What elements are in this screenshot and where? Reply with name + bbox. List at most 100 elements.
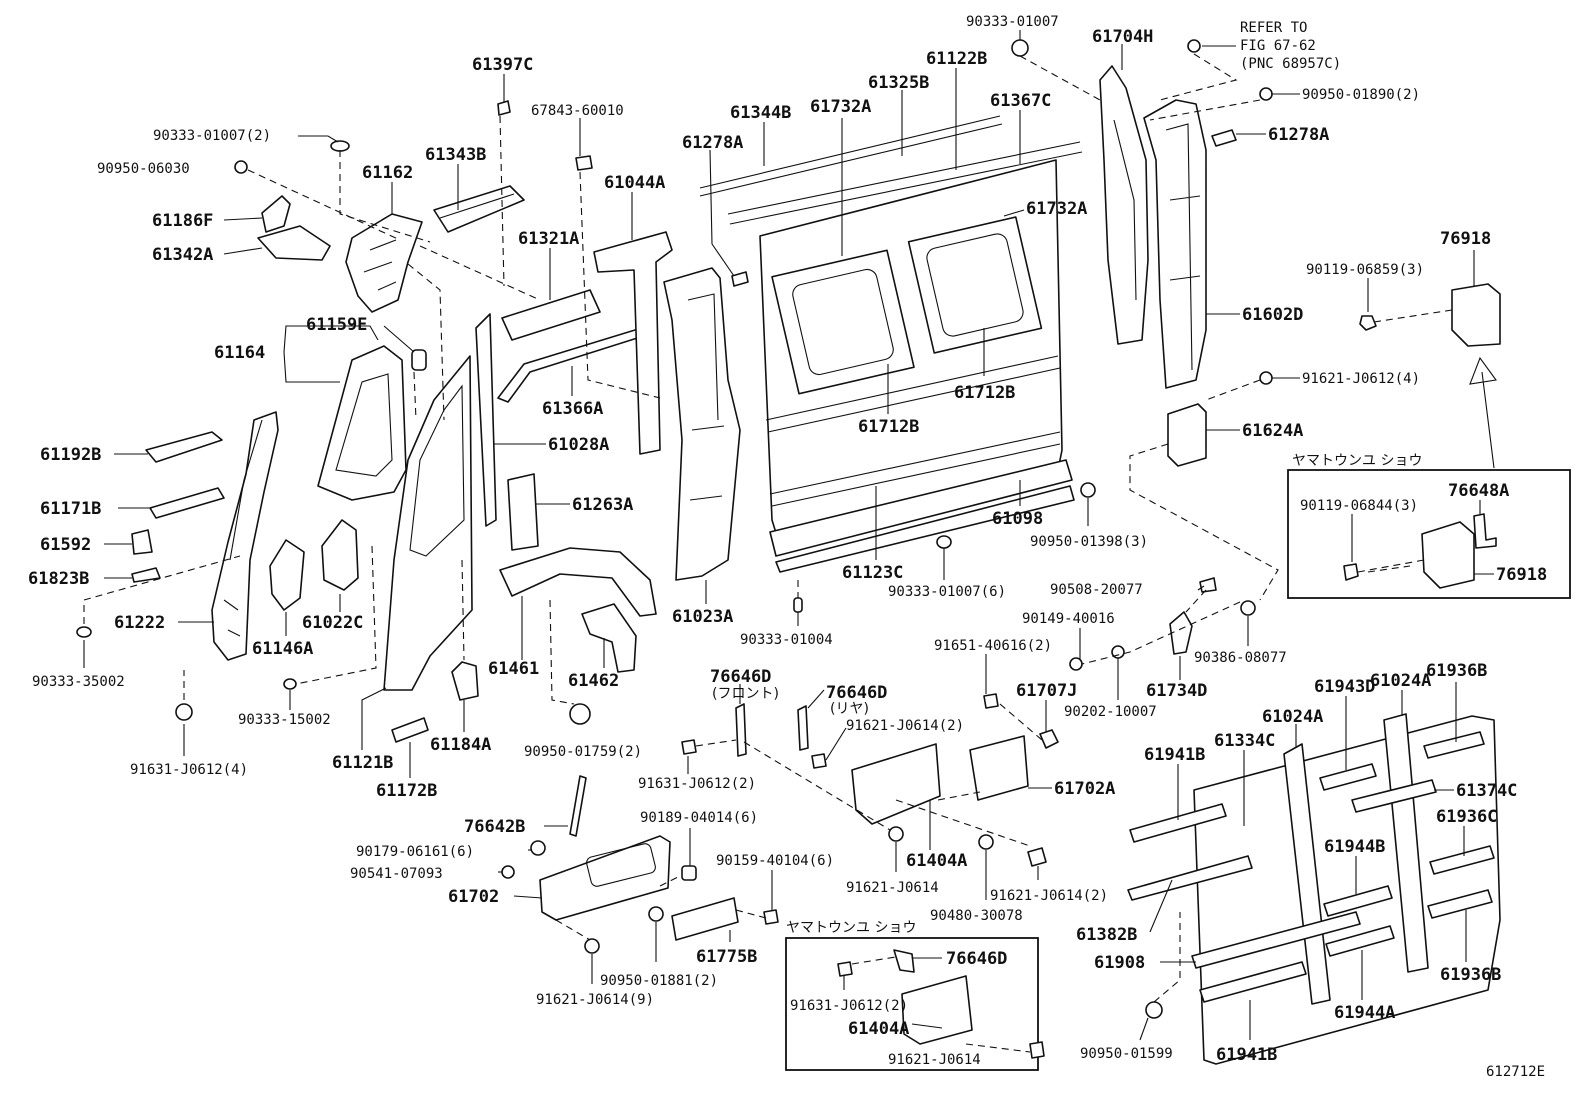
dash-14: [1159, 53, 1238, 101]
part-76642b: [569, 775, 587, 837]
part-61171b: [149, 487, 225, 519]
label-61334c: 61334C: [1214, 731, 1275, 751]
label-91621-j0614-2b: 91621-J0614(2): [990, 888, 1108, 904]
part-61192b: [145, 431, 223, 463]
dash-9: [295, 545, 377, 685]
part-refer-bolt: [1187, 39, 1201, 53]
label-90119-06844: 90119-06844(3): [1300, 498, 1418, 514]
part-90950-06030: [234, 160, 248, 174]
part-90950-01890: [1259, 87, 1273, 101]
label-90333-01007-6: 90333-01007(6): [888, 584, 1006, 600]
label-90333-01007-2: 90333-01007(2): [153, 128, 271, 144]
part-91631-bolt-a: [681, 739, 697, 755]
part-61732a-right: [907, 216, 1043, 354]
part-91621-j0614-9: [584, 938, 600, 954]
part-61382b: [1127, 855, 1253, 901]
part-91631-j0612-4-bolt: [175, 703, 193, 721]
dash-26: [937, 791, 981, 801]
part-90950-01398: [1080, 482, 1096, 498]
part-61278a-left: [731, 271, 749, 287]
leader-90333-2: [298, 135, 339, 143]
label-90950-01599: 90950-01599: [1080, 1046, 1173, 1062]
label-61404a-box: 61404A: [848, 1019, 909, 1039]
dash-15: [1149, 99, 1261, 121]
part-61944b: [1323, 885, 1393, 917]
leader-61404a-box: [911, 1023, 943, 1029]
part-91621-j0614-b: [888, 826, 904, 842]
part-90508-clip: [1199, 577, 1217, 593]
part-61936c: [1429, 845, 1495, 875]
part-61404a-box: [901, 975, 973, 1045]
leader-lines: [83, 30, 1475, 1053]
part-61325b-rail: [727, 141, 1083, 225]
label-61172b: 61172B: [376, 781, 437, 801]
part-61397c: [497, 100, 511, 116]
part-61024a-pillar-right: [1383, 713, 1429, 973]
arrow-up-76918: [1469, 356, 1497, 469]
part-61941b-top: [1129, 803, 1227, 843]
label-61023a: 61023A: [672, 607, 733, 627]
label-61941b-bottom: 61941B: [1216, 1045, 1277, 1065]
leader-61186f: [223, 217, 263, 221]
part-61164: [317, 345, 407, 501]
dash-13: [1019, 55, 1101, 101]
dash-28: [659, 875, 681, 887]
label-61397c: 61397C: [472, 55, 533, 75]
part-61732a-left: [771, 249, 915, 395]
part-61044a: [593, 231, 673, 455]
label-61028a: 61028A: [548, 435, 609, 455]
part-90480: [978, 834, 994, 850]
part-61186f: [261, 195, 291, 233]
dash-18: [1129, 443, 1279, 601]
yamato-box-bottom: [785, 937, 1039, 1071]
label-76646d-box: 76646D: [946, 949, 1007, 969]
part-61908: [1191, 911, 1361, 969]
part-61936b-bottom: [1427, 889, 1493, 919]
part-90333-15002: [283, 678, 297, 690]
dash-21: [999, 703, 1043, 741]
label-61936c: 61936C: [1436, 807, 1497, 827]
label-91621-j0614-9: 91621-J0614(9): [536, 992, 654, 1008]
label-61775b: 61775B: [696, 947, 757, 967]
label-61171b: 61171B: [40, 499, 101, 519]
label-90950-01890: 90950-01890(2): [1302, 87, 1420, 103]
part-61374c: [1351, 779, 1437, 813]
part-91631-box-bolt: [837, 961, 853, 977]
part-61461: [499, 547, 657, 617]
part-91621-box-bolt: [1029, 1041, 1045, 1059]
dash-29: [735, 909, 767, 919]
callout-labels: 61397C 67843-60010 90333-01007(2) 90950-…: [28, 14, 1547, 1080]
label-90333-01004: 90333-01004: [740, 632, 833, 648]
part-61172b: [391, 717, 429, 743]
label-90333-01007-top: 90333-01007: [966, 14, 1059, 30]
leader-90508: [1197, 585, 1205, 591]
part-61222-detail: [223, 419, 263, 637]
leader-61278a-l: [709, 149, 735, 277]
part-76646d-front: [735, 703, 747, 757]
part-61702-window: [586, 843, 656, 887]
label-61943d: 61943D: [1314, 677, 1375, 697]
label-61186f: 61186F: [152, 211, 213, 231]
part-61712b-right: [926, 233, 1024, 337]
figure-number: 612712E: [1486, 1064, 1545, 1080]
label-61263a: 61263A: [572, 495, 633, 515]
part-61936b-top: [1423, 731, 1485, 759]
label-61146a: 61146A: [252, 639, 313, 659]
label-refer-line1: REFER TO: [1240, 20, 1307, 36]
part-76646d-box: [893, 949, 915, 973]
part-90333-01004: [793, 597, 803, 613]
dash-12: [549, 599, 575, 705]
label-91621-j0614-box: 91621-J0614: [888, 1052, 981, 1068]
leader-61702: [513, 895, 543, 899]
label-61461: 61461: [488, 659, 539, 679]
part-90189: [681, 865, 697, 881]
label-61278a-left: 61278A: [682, 133, 743, 153]
part-panel-ribs: [765, 355, 1061, 507]
label-90333-35002: 90333-35002: [32, 674, 125, 690]
part-61023a: [663, 267, 741, 581]
label-61936b-top: 61936B: [1426, 661, 1487, 681]
leader-61342a: [223, 247, 263, 255]
dash-24: [743, 741, 891, 831]
dash-19: [1081, 601, 1241, 665]
label-refer-line2: FIG 67-62: [1240, 38, 1316, 54]
